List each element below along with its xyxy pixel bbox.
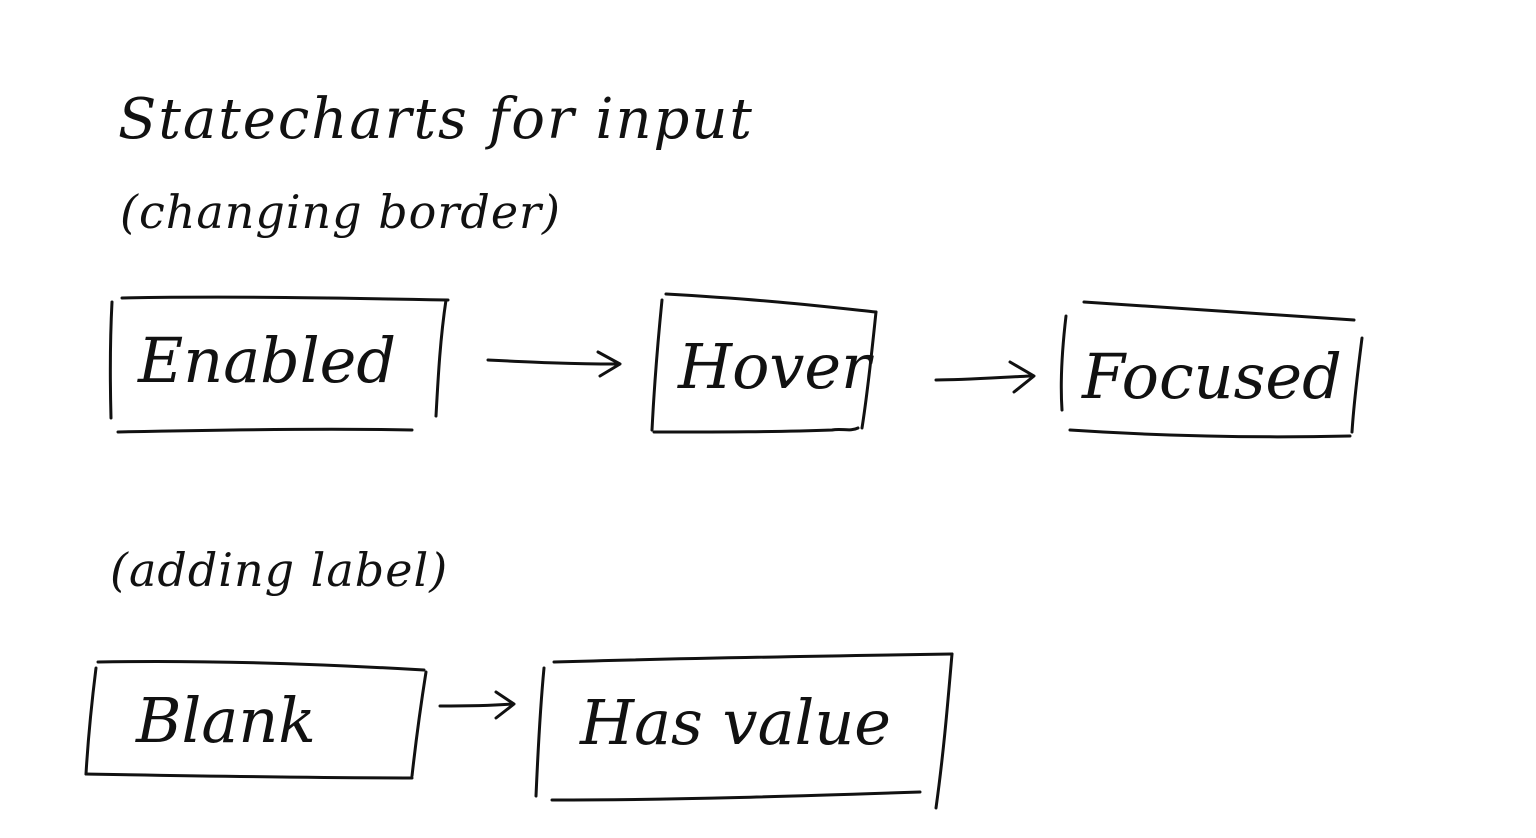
state-focused-border-right — [1350, 336, 1364, 434]
state-blank-border-bottom — [84, 772, 414, 780]
state-has-value: Has value — [534, 652, 954, 810]
section-title-adding-label: (adding label) — [110, 543, 448, 597]
state-blank: Blank — [84, 659, 428, 780]
section-title-changing-border: (changing border) — [120, 185, 561, 239]
state-blank-border-right — [410, 670, 428, 778]
state-hover: Hover — [650, 292, 878, 434]
state-blank-border-top — [96, 659, 426, 672]
state-has-value-border-bottom — [550, 790, 922, 802]
transition-hover-to-focused — [934, 360, 1036, 394]
arrow-head — [1008, 360, 1036, 394]
state-hover-border-right — [860, 310, 878, 430]
state-has-value-border-top — [552, 652, 954, 664]
state-has-value-border-left — [534, 666, 546, 798]
state-focused: Focused — [1059, 300, 1364, 439]
state-enabled-border-right — [434, 298, 448, 418]
state-hover-border-bottom — [652, 426, 860, 434]
state-has-value-border-right — [934, 652, 954, 810]
state-focused-border-bottom — [1068, 428, 1352, 439]
state-hover-border-left — [650, 298, 664, 432]
state-blank-label: Blank — [135, 684, 316, 757]
page-title: Statecharts for input — [118, 87, 754, 152]
arrow-line — [438, 702, 514, 708]
state-enabled-label: Enabled — [137, 324, 396, 397]
arrow-head — [494, 690, 516, 720]
state-focused-label: Focused — [1081, 340, 1342, 413]
transition-blank-to-has-value — [438, 690, 516, 720]
arrow-line — [486, 358, 618, 366]
arrow-line — [934, 374, 1032, 382]
arrow-head — [596, 350, 622, 378]
state-focused-border-left — [1059, 314, 1068, 412]
transition-enabled-to-hover — [486, 350, 622, 378]
state-enabled-border-top — [120, 295, 450, 302]
state-hover-label: Hover — [677, 330, 874, 403]
state-enabled: Enabled — [108, 295, 450, 434]
state-blank-border-left — [84, 666, 98, 776]
state-enabled-border-left — [108, 300, 114, 420]
state-enabled-border-bottom — [116, 427, 414, 434]
state-focused-border-top — [1082, 300, 1356, 322]
state-hover-border-top — [664, 292, 878, 314]
state-has-value-label: Has value — [579, 686, 891, 759]
